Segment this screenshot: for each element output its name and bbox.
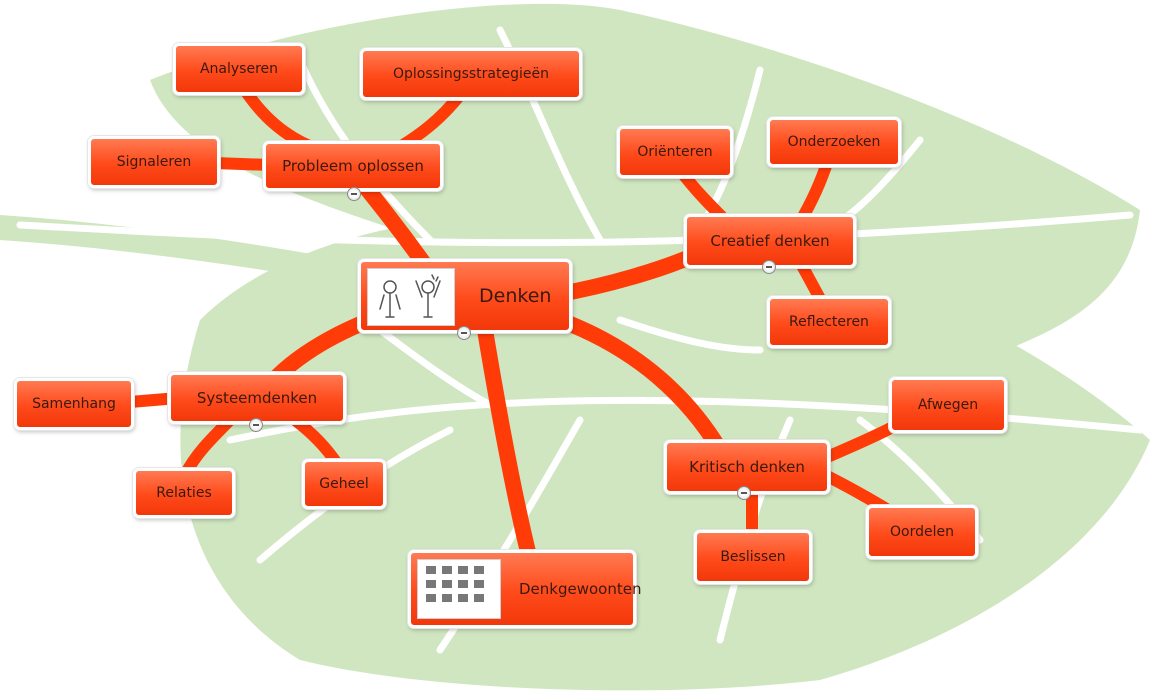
- habits-grid-image: [417, 559, 501, 619]
- node-analyseren[interactable]: Analyseren: [173, 43, 305, 95]
- branch-creatief: [547, 247, 703, 303]
- node-label: Creatief denken: [710, 232, 830, 250]
- node-onderzoeken[interactable]: Onderzoeken: [767, 117, 901, 167]
- center-label: Denken: [479, 285, 552, 307]
- node-label: Beslissen: [720, 549, 786, 565]
- node-beslissen[interactable]: Beslissen: [694, 530, 812, 584]
- node-samenhang[interactable]: Samenhang: [14, 378, 134, 430]
- branch-gewoonten: [477, 322, 538, 568]
- node-kritisch-denken[interactable]: Kritisch denken: [664, 440, 830, 494]
- collapse-toggle-icon[interactable]: [249, 418, 263, 432]
- node-relaties[interactable]: Relaties: [133, 468, 235, 518]
- node-systeemdenken[interactable]: Systeemdenken: [168, 372, 346, 424]
- node-label: Denkgewoonten: [519, 580, 642, 598]
- node-orienteren[interactable]: Oriënteren: [617, 126, 733, 178]
- node-label: Afwegen: [917, 397, 979, 413]
- leaf-vein: [616, 316, 764, 354]
- branch-signaleren: [209, 157, 276, 171]
- collapse-toggle-icon[interactable]: [737, 486, 751, 500]
- node-label: Systeemdenken: [196, 389, 318, 407]
- habits-grid-icon: [426, 566, 484, 602]
- node-label: Relaties: [156, 485, 212, 501]
- collapse-toggle-icon[interactable]: [457, 326, 471, 340]
- branch-kritisch: [552, 312, 728, 458]
- node-label: Probleem oplossen: [282, 157, 424, 175]
- node-probleem-oplossen[interactable]: Probleem oplossen: [263, 141, 443, 191]
- node-label: Oriënteren: [637, 144, 713, 160]
- node-label: Samenhang: [32, 396, 116, 412]
- node-label: Geheel: [319, 476, 369, 492]
- collapse-toggle-icon[interactable]: [347, 187, 361, 201]
- node-label: Kritisch denken: [689, 458, 805, 476]
- center-node[interactable]: Denken: [358, 259, 572, 333]
- node-reflecteren[interactable]: Reflecteren: [767, 296, 891, 348]
- node-oordelen[interactable]: Oordelen: [866, 505, 978, 559]
- thinking-figures-icon: [379, 274, 441, 318]
- leaf-vein: [376, 326, 504, 414]
- node-label: Oordelen: [890, 524, 954, 540]
- node-label: Reflecteren: [789, 314, 869, 330]
- node-label: Onderzoeken: [787, 134, 881, 150]
- collapse-toggle-icon[interactable]: [762, 260, 776, 274]
- node-afwegen[interactable]: Afwegen: [889, 377, 1007, 433]
- leaf-vein: [16, 211, 1134, 247]
- thinking-figures-image: [367, 268, 455, 326]
- node-label: Signaleren: [116, 154, 192, 170]
- leaf-stem: [0, 215, 450, 300]
- node-oplossingsstrategieen[interactable]: Oplossingsstrategieën: [360, 48, 582, 100]
- node-denkgewoonten[interactable]: Denkgewoonten: [408, 550, 641, 628]
- node-creatief-denken[interactable]: Creatief denken: [684, 214, 856, 268]
- node-label: Oplossingsstrategieën: [393, 66, 549, 82]
- node-label: Analyseren: [199, 61, 279, 77]
- node-signaleren[interactable]: Signaleren: [88, 136, 220, 188]
- node-geheel[interactable]: Geheel: [302, 459, 386, 509]
